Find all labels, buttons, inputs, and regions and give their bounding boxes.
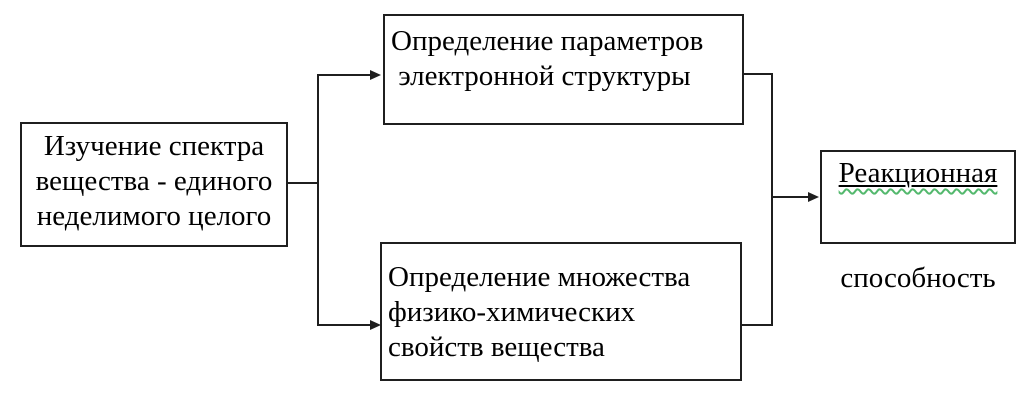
box-electronic-structure-label: Определение параметров электронной струк… [391, 25, 704, 92]
reactivity-second-word: способность [840, 262, 996, 294]
reactivity-underlined-word-wrap: Реакционная [839, 157, 998, 189]
arrowhead-top-box [370, 70, 381, 80]
arrowhead-result-box [808, 192, 819, 202]
reactivity-word-spellcheck: Реакционная [838, 157, 998, 189]
box-spectrum-study: Изучение спектра вещества - единого неде… [20, 122, 288, 247]
box-spectrum-study-label: Изучение спектра вещества - единого неде… [35, 130, 273, 232]
box-reactivity: Реакционная способность [820, 150, 1016, 294]
box-reactivity-label: Реакционная способность [822, 152, 1014, 331]
box-electronic-structure: Определение параметров электронной струк… [383, 14, 744, 125]
box-physchem-properties-label: Определение множества физико-химических … [388, 261, 691, 363]
box-physchem-properties: Определение множества физико-химических … [380, 242, 742, 381]
